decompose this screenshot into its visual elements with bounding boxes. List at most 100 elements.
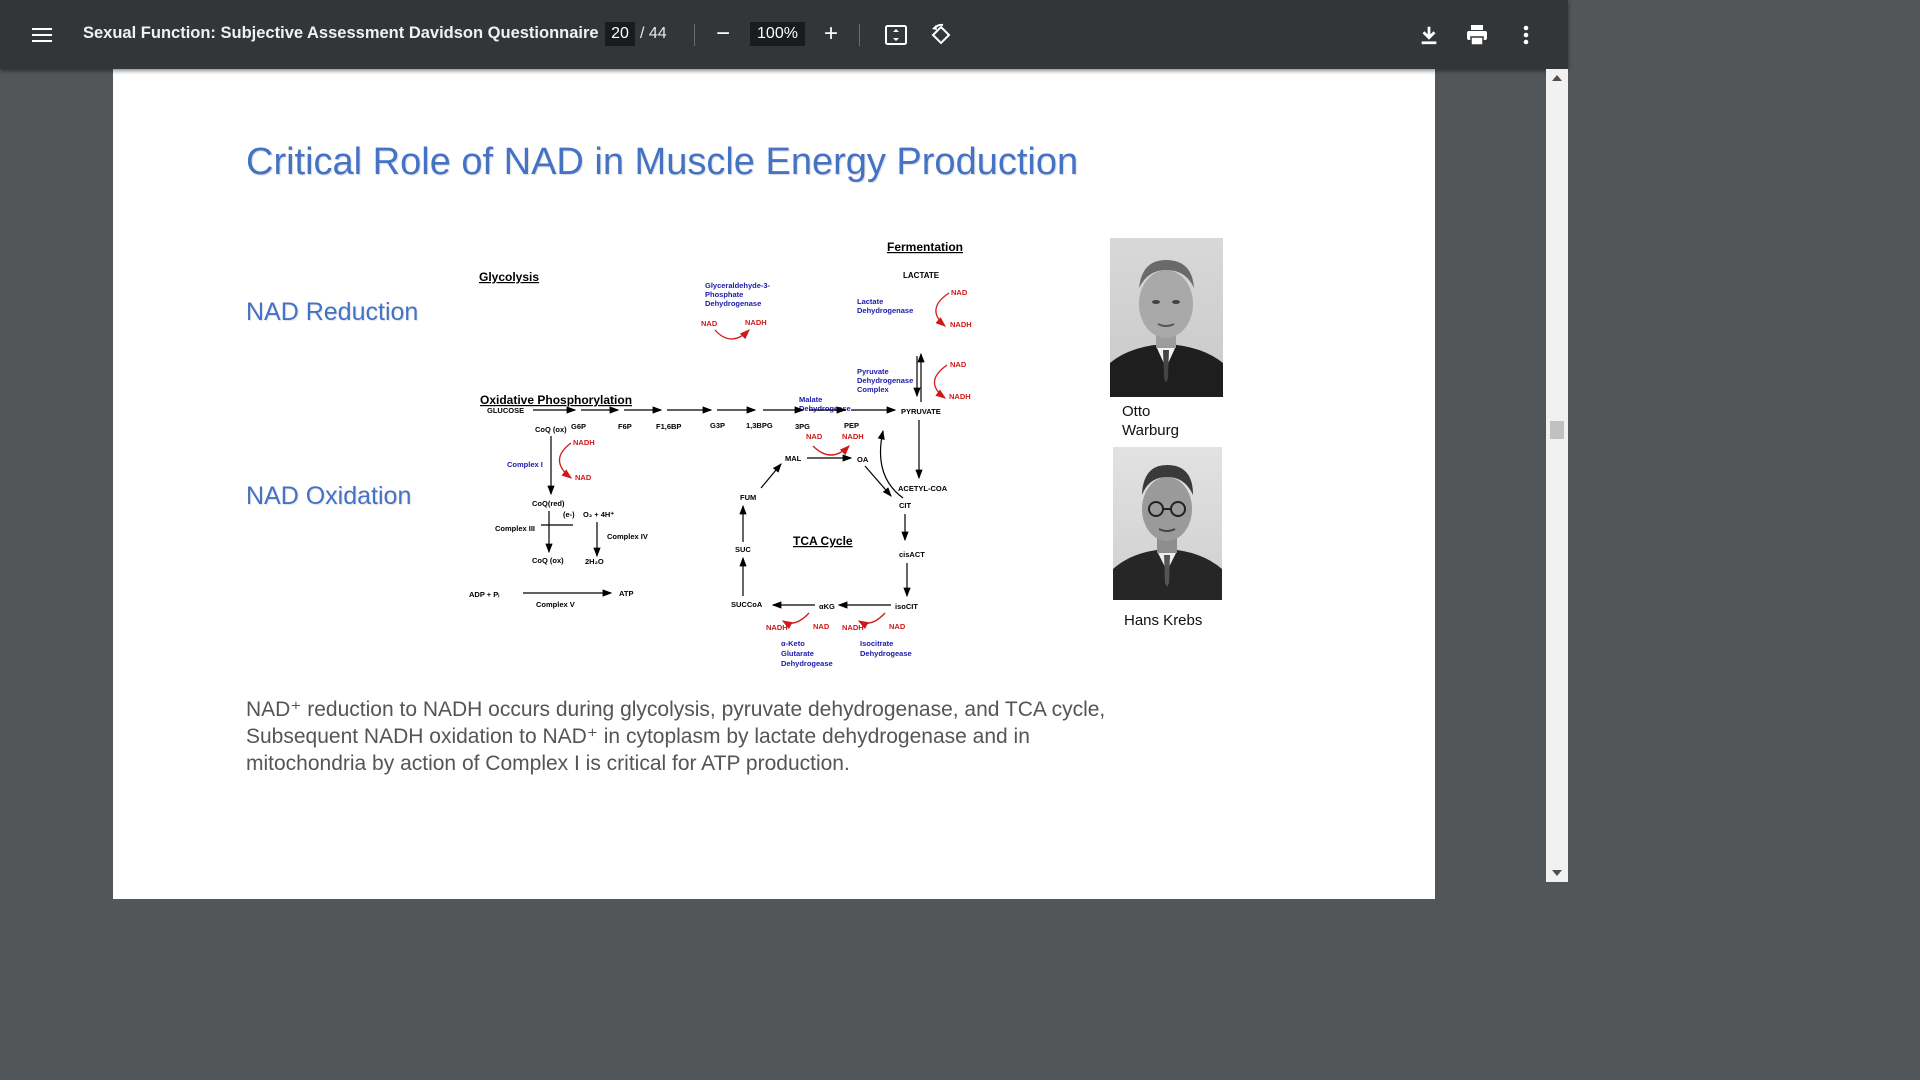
zoom-level-input[interactable]: 100% (750, 22, 805, 46)
rotate-button[interactable] (925, 19, 957, 51)
succoa-label: SUCCoA (731, 600, 763, 609)
complex5-label: Complex V (536, 600, 575, 609)
ldh-cofactor-arc (935, 292, 950, 327)
mdh-cofactor-arc (812, 445, 850, 456)
coq-red: CoQ(red) (532, 499, 565, 508)
body-line: mitochondria by action of Complex I is c… (246, 752, 850, 775)
pdh-line-3: Complex (857, 385, 890, 394)
caption-hans-krebs: Hans Krebs (1124, 612, 1203, 629)
download-button[interactable] (1413, 19, 1445, 51)
akg-cofactor-arc (781, 612, 810, 629)
nad-ldh: NAD (951, 288, 968, 297)
page-count: / 44 (640, 25, 667, 43)
o2-label: O₂ + 4H⁺ (583, 510, 614, 519)
nad-complex1: NAD (575, 473, 592, 482)
glycolysis-header: Glycolysis (479, 270, 539, 284)
nad-gapdh: NAD (701, 319, 718, 328)
document-title: Sexual Function: Subjective Assessment D… (83, 24, 599, 42)
nadh-pdh: NADH (949, 392, 971, 401)
idh-line-1: Isocitrate (860, 639, 893, 648)
akgdh-line-1: α-Keto (781, 639, 805, 648)
menu-button[interactable] (22, 15, 62, 55)
mdh-line-2: Dehydrogease (799, 404, 851, 413)
vertical-scrollbar[interactable] (1546, 69, 1568, 882)
more-vert-icon (1523, 25, 1529, 45)
fermentation-header: Fermentation (887, 240, 963, 254)
page-separator: / (640, 25, 645, 42)
print-button[interactable] (1461, 19, 1493, 51)
suc-label: SUC (735, 545, 751, 554)
ldh-line-2: Dehydrogenase (857, 306, 913, 315)
gapdh-line-1: Glyceraldehyde-3- (705, 281, 771, 290)
nad-idh: NAD (889, 622, 906, 631)
complex1-label: Complex I (507, 460, 543, 469)
pdf-toolbar: Sexual Function: Subjective Assessment D… (0, 0, 1568, 69)
nadh-ldh: NADH (950, 320, 972, 329)
toolbar-divider (859, 24, 860, 46)
scrollbar-thumb[interactable] (1550, 421, 1564, 439)
slide-title: Critical Role of NAD in Muscle Energy Pr… (246, 141, 1079, 183)
nadh-idh: NADH (842, 623, 864, 632)
f6p-label: F6P (618, 422, 632, 431)
gapdh-line-2: Phosphate (705, 290, 743, 299)
pep-label: PEP (844, 421, 859, 430)
fit-to-page-button[interactable] (880, 19, 912, 51)
coq-ox-top: CoQ (ox) (535, 425, 567, 434)
krebs-photo-icon (1113, 465, 1222, 600)
page-number-input[interactable]: 20 (605, 22, 635, 46)
body-line: NAD⁺ reduction to NADH occurs during gly… (246, 698, 1106, 721)
print-icon (1467, 25, 1487, 46)
glucose-label: GLUCOSE (487, 406, 524, 415)
gapdh-line-3: Dehydrogenase (705, 299, 761, 308)
scroll-down-arrow-icon[interactable] (1552, 870, 1562, 876)
coq-ox-bottom: CoQ (ox) (532, 556, 564, 565)
complex1-cofactor-arc (558, 442, 573, 479)
akgdh-line-2: Glutarate (781, 649, 814, 658)
tca-cycle-label: TCA Cycle (793, 534, 853, 548)
oa-label: OA (857, 455, 869, 464)
pdh-line-2: Dehydrogenase (857, 376, 913, 385)
f16bp-label: F1,6BP (656, 422, 681, 431)
electron-label: (e-) (563, 510, 575, 519)
portrait-hans-krebs (1113, 447, 1222, 600)
g6p-label: G6P (571, 422, 586, 431)
idh-cofactor-arc (857, 612, 886, 629)
ldh-line-1: Lactate (857, 297, 883, 306)
g3p-label: G3P (710, 421, 725, 430)
complex3-label: Complex III (495, 524, 535, 533)
zoom-out-button[interactable]: − (715, 20, 730, 47)
oxphos-header: Oxidative Phosphorylation (480, 393, 632, 407)
fum-label: FUM (740, 493, 756, 502)
caption-otto-warburg: Otto Warburg (1122, 403, 1179, 439)
nadh-complex1: NADH (573, 438, 595, 447)
nad-akg: NAD (813, 622, 830, 631)
mal-label: MAL (785, 454, 802, 463)
more-options-button[interactable] (1512, 19, 1540, 51)
nadh-akg: NADH (766, 623, 788, 632)
nad-mdh: NAD (806, 432, 823, 441)
oa-to-cit-arrow (864, 465, 892, 497)
acetyl-coa-to-cit-arrow (877, 429, 904, 499)
warburg-photo-icon (1110, 260, 1223, 397)
scroll-up-arrow-icon[interactable] (1552, 75, 1562, 81)
gapdh-cofactor-arc (714, 329, 750, 340)
pdh-cofactor-arc (933, 364, 948, 399)
zoom-in-button[interactable]: + (823, 20, 838, 47)
akg-label: αKG (819, 602, 835, 611)
isocit-label: isoCIT (895, 602, 918, 611)
cit-label: CIT (899, 501, 912, 510)
toolbar-divider (694, 24, 695, 46)
mdh-line-1: Malate (799, 395, 822, 404)
lactate-label: LACTATE (903, 271, 940, 280)
nadh-gapdh: NADH (745, 318, 767, 327)
fum-to-mal-arrow (760, 463, 782, 489)
pdh-line-1: Pyruvate (857, 367, 889, 376)
acetyl-coa-label: ACETYL-COA (898, 484, 948, 493)
cisact-label: cisACT (899, 550, 925, 559)
nadh-mdh: NADH (842, 432, 864, 441)
hamburger-icon (32, 28, 52, 42)
download-icon (1421, 26, 1437, 45)
fit-page-icon (885, 25, 907, 45)
akgdh-line-3: Dehydrogease (781, 659, 833, 668)
idh-line-2: Dehydrogease (860, 649, 912, 658)
